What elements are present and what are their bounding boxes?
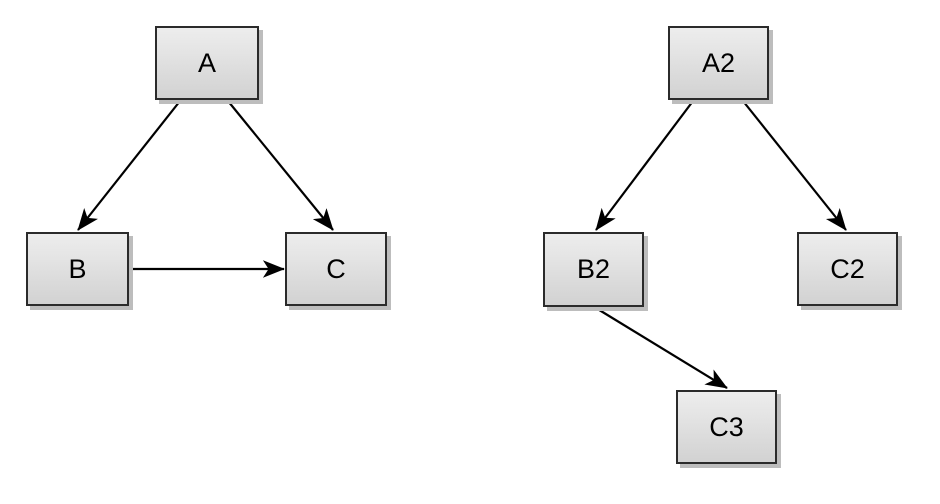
edge-b2-to-c3 <box>595 307 728 389</box>
node-label: C <box>326 253 346 284</box>
node-c2[interactable]: C2 <box>797 232 898 306</box>
edge-a2-to-b2 <box>595 100 694 231</box>
node-label: C2 <box>830 253 865 284</box>
node-c[interactable]: C <box>285 232 387 306</box>
edge-a-to-c <box>227 100 334 231</box>
node-a[interactable]: A <box>155 26 259 100</box>
node-label: A2 <box>701 47 736 78</box>
node-label: C3 <box>709 411 744 442</box>
node-label: B <box>68 253 87 284</box>
node-label: A <box>197 47 216 78</box>
edge-a2-to-c2 <box>742 100 847 231</box>
edge-a-to-b <box>77 100 181 231</box>
node-c3[interactable]: C3 <box>676 390 777 464</box>
node-b[interactable]: B <box>26 232 129 306</box>
node-label: B2 <box>576 254 611 284</box>
node-b2[interactable]: B2 <box>543 232 644 307</box>
node-a2[interactable]: A2 <box>668 26 769 100</box>
